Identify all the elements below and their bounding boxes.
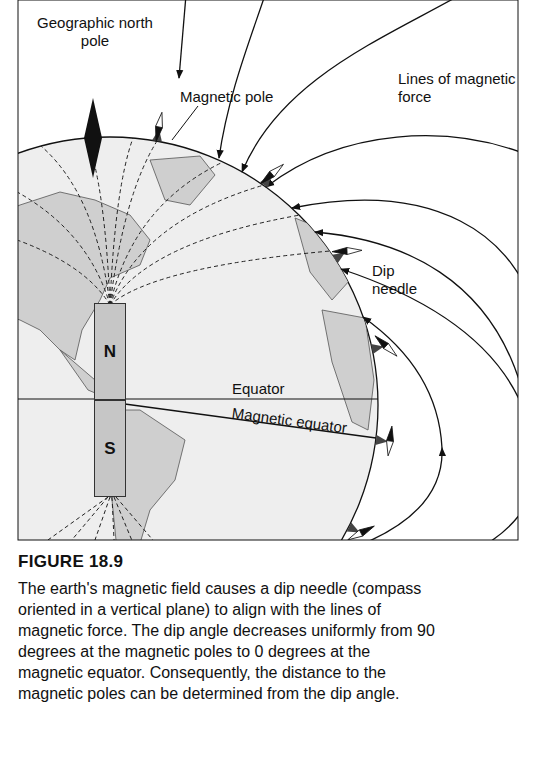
- magnet-pole-letter: N: [104, 342, 116, 362]
- needle-south-end: [270, 162, 286, 177]
- dip-needle: [385, 426, 396, 457]
- field-line: [219, 0, 265, 158]
- needle-north-end: [387, 426, 396, 442]
- dashed-field-line: [114, 497, 140, 540]
- needle-label: Dip needle: [372, 262, 428, 298]
- field-line: [266, 136, 518, 187]
- field-line: [179, 0, 186, 78]
- dashed-field-line: [110, 215, 300, 305]
- greenland: [150, 156, 215, 205]
- figure-title: FIGURE 18.9: [18, 552, 123, 572]
- leader-line: [172, 106, 198, 140]
- needle-north-end: [332, 248, 347, 256]
- figure-frame: [18, 0, 518, 540]
- magnet-pole-letter: S: [104, 439, 115, 459]
- needle-south-end: [156, 112, 166, 128]
- dashed-field-line: [18, 173, 110, 305]
- europe: [295, 218, 350, 300]
- dashed-field-line: [55, 497, 108, 540]
- needle-south-end: [346, 530, 363, 540]
- field-line: [299, 269, 518, 540]
- dip-needle: [332, 247, 362, 255]
- dashed-field-line: [116, 497, 170, 540]
- pole-label: Magnetic pole: [180, 88, 273, 105]
- needle-stand: [332, 248, 348, 263]
- dip-needles: [152, 112, 399, 540]
- dashed-field-line: [18, 215, 110, 305]
- needle-north-end: [153, 126, 163, 142]
- dip-needle: [258, 162, 285, 187]
- dashed-field-line: [110, 138, 133, 305]
- figure-caption: The earth's magnetic field causes a dip …: [18, 578, 438, 704]
- dip-needle: [373, 333, 400, 359]
- magnet-north-half: N: [94, 303, 126, 400]
- field-line: [332, 317, 442, 540]
- dashed-field-line: [110, 141, 157, 305]
- dip-needle: [346, 523, 376, 540]
- dashed-field-line: [110, 162, 223, 305]
- geographic-pole-marker: [84, 98, 102, 178]
- field-line-label: Lines of magnetic force: [398, 70, 518, 106]
- dashed-field-line: [110, 251, 330, 305]
- magnet-south-half: S: [94, 400, 126, 497]
- dashed-field-line: [112, 497, 115, 540]
- needle-south-end: [385, 441, 394, 457]
- continents: [18, 156, 374, 540]
- external-field-lines: [179, 0, 518, 540]
- equator-label: Equator: [232, 380, 285, 397]
- dip-needle: [153, 112, 166, 143]
- dashed-field-line: [88, 497, 110, 540]
- equator-line: [18, 398, 378, 399]
- field-line: [315, 232, 518, 540]
- africa: [322, 310, 374, 430]
- needle-south-end: [347, 247, 362, 255]
- north-america: [18, 192, 150, 360]
- needle-south-end: [384, 343, 400, 358]
- pole-label: Geographic north pole: [30, 14, 160, 50]
- dashed-field-line: [110, 185, 264, 305]
- globe: [18, 137, 378, 540]
- dashed-field-line: [20, 497, 108, 540]
- internal-field-lines: [18, 138, 330, 540]
- field-line: [292, 200, 518, 330]
- magnetic-equator-line: [110, 402, 376, 438]
- dashed-field-line: [41, 146, 110, 305]
- figure-area: [18, 0, 518, 540]
